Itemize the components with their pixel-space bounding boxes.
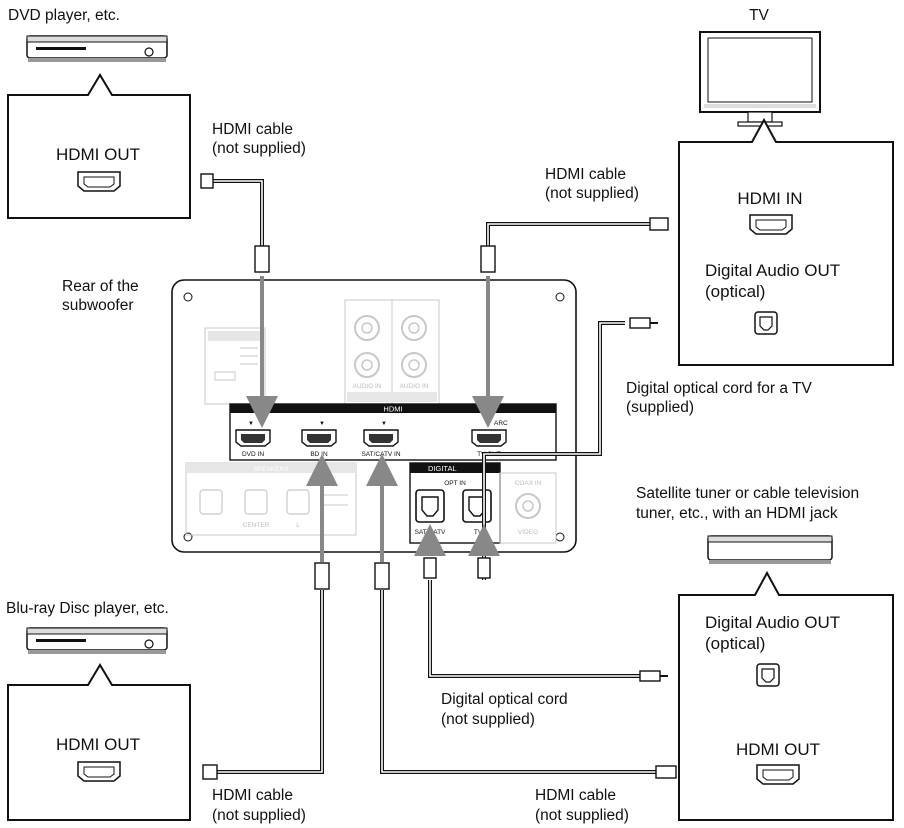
dvd-player-callout-box [7, 73, 191, 219]
port-label-sat-catv-in: SAT/CATV IN [361, 451, 400, 458]
hdmi-port-dvd-in [235, 429, 271, 447]
tv-optical-label-line1: Digital Audio OUT [705, 261, 840, 280]
subwoofer-label-line1: Rear of the [62, 278, 139, 295]
bluray-hdmi-port-icon [77, 761, 121, 782]
hdmi-cable-bd-label-line2: (not supplied) [212, 807, 306, 824]
svg-text:▼: ▼ [485, 421, 491, 427]
bluray-player-device-icon [26, 627, 168, 654]
bluray-hdmi-out-label: HDMI OUT [56, 735, 140, 754]
sat-optical-label-line1: Digital Audio OUT [705, 613, 840, 632]
video-label: VIDEO [518, 529, 538, 536]
tv-device-icon [699, 31, 821, 127]
faint-system-block [204, 327, 266, 405]
optical-cord-sat-label-line1: Digital optical cord [441, 691, 568, 708]
opt-port-label-sat-catv: SAT/CATV [415, 529, 446, 536]
hdmi-cable-sat [366, 454, 677, 779]
bluray-callout-box [7, 663, 191, 821]
hdmi-cable-bd [202, 454, 338, 780]
audio-in-label-1: AUDIO IN [353, 383, 382, 390]
dvd-player-title: DVD player, etc. [8, 7, 120, 24]
subwoofer-rear-panel: AUDIO IN AUDIO IN HDMI ▼ ▼ ▼ ▼ ARC [171, 279, 577, 553]
sat-tuner-title-line1: Satellite tuner or cable television [636, 485, 859, 502]
center-label: CENTER [243, 522, 270, 529]
hdmi-cable-tv [472, 217, 669, 428]
hdmi-cable-sat-label-line1: HDMI cable [535, 787, 616, 804]
hdmi-port-sat-catv-in [363, 429, 399, 447]
digital-header-label: DIGITAL [428, 464, 457, 473]
dvd-hdmi-out-label: HDMI OUT [56, 145, 140, 164]
hdmi-cable-tv-label-line2: (not supplied) [545, 185, 639, 202]
optical-port-tv [462, 489, 492, 523]
optical-cord-tv-label-line1: Digital optical cord for a TV [626, 380, 812, 397]
hdmi-cable-dvd [200, 173, 278, 428]
sat-optical-port-icon [756, 663, 780, 687]
hdmi-port-tv-out [471, 429, 507, 447]
optical-cord-sat-label-line2: (not supplied) [441, 711, 535, 728]
svg-text:▼: ▼ [248, 421, 254, 427]
port-label-bd-in: BD IN [310, 451, 328, 458]
opt-port-label-tv: TV [474, 529, 483, 536]
opt-in-label: OPT IN [444, 480, 466, 487]
bluray-player-title: Blu-ray Disc player, etc. [6, 600, 169, 617]
arc-label: ARC [494, 420, 508, 427]
hdmi-cable-dvd-label-line1: HDMI cable [212, 121, 293, 138]
optical-cord-sat [414, 524, 668, 682]
hdmi-cable-tv-label-line1: HDMI cable [545, 166, 626, 183]
optical-cord-tv-label-line2: (supplied) [626, 399, 694, 416]
sat-optical-label-line2: (optical) [705, 634, 765, 653]
svg-text:▼: ▼ [319, 421, 325, 427]
sat-hdmi-port-icon [756, 764, 800, 785]
tv-optical-label-line2: (optical) [705, 282, 765, 301]
sat-tuner-title-line2: tuner, etc., with an HDMI jack [636, 505, 838, 522]
tv-title: TV [749, 7, 769, 24]
tv-optical-port-icon [754, 311, 778, 335]
tv-hdmi-port-icon [749, 214, 793, 235]
hdmi-cable-sat-label-line2: (not supplied) [535, 807, 629, 824]
optical-cord-tv [468, 317, 658, 580]
hdmi-cable-bd-label-line1: HDMI cable [212, 787, 293, 804]
port-label-dvd-in: DVD IN [242, 451, 264, 458]
tv-hdmi-in-label: HDMI IN [737, 189, 802, 208]
hdmi-header-label: HDMI [383, 405, 402, 414]
dvd-player-device-icon [26, 35, 168, 62]
sat-tuner-callout-box [678, 570, 894, 821]
hdmi-cable-dvd-label-line2: (not supplied) [212, 140, 306, 157]
svg-text:▼: ▼ [381, 421, 387, 427]
audio-in-label-2: AUDIO IN [400, 383, 429, 390]
tv-callout-box [678, 117, 894, 366]
subwoofer-label-line2: subwoofer [62, 297, 134, 314]
hdmi-section: HDMI ▼ ▼ ▼ ▼ ARC DVD IN BD [229, 403, 557, 461]
sat-hdmi-out-label: HDMI OUT [736, 740, 820, 759]
dvd-hdmi-port-icon [77, 171, 121, 192]
optical-port-sat-catv [415, 489, 445, 523]
speakers-label: SPEAKERS [253, 466, 289, 473]
hdmi-port-bd-in [301, 429, 337, 447]
sat-tuner-device-icon [707, 535, 833, 564]
audio-in-block: AUDIO IN AUDIO IN [344, 299, 440, 405]
coax-in-label: COAX IN [515, 480, 542, 487]
l-label: L [296, 522, 300, 529]
speakers-block: SPEAKERS CENTER L [185, 462, 357, 536]
